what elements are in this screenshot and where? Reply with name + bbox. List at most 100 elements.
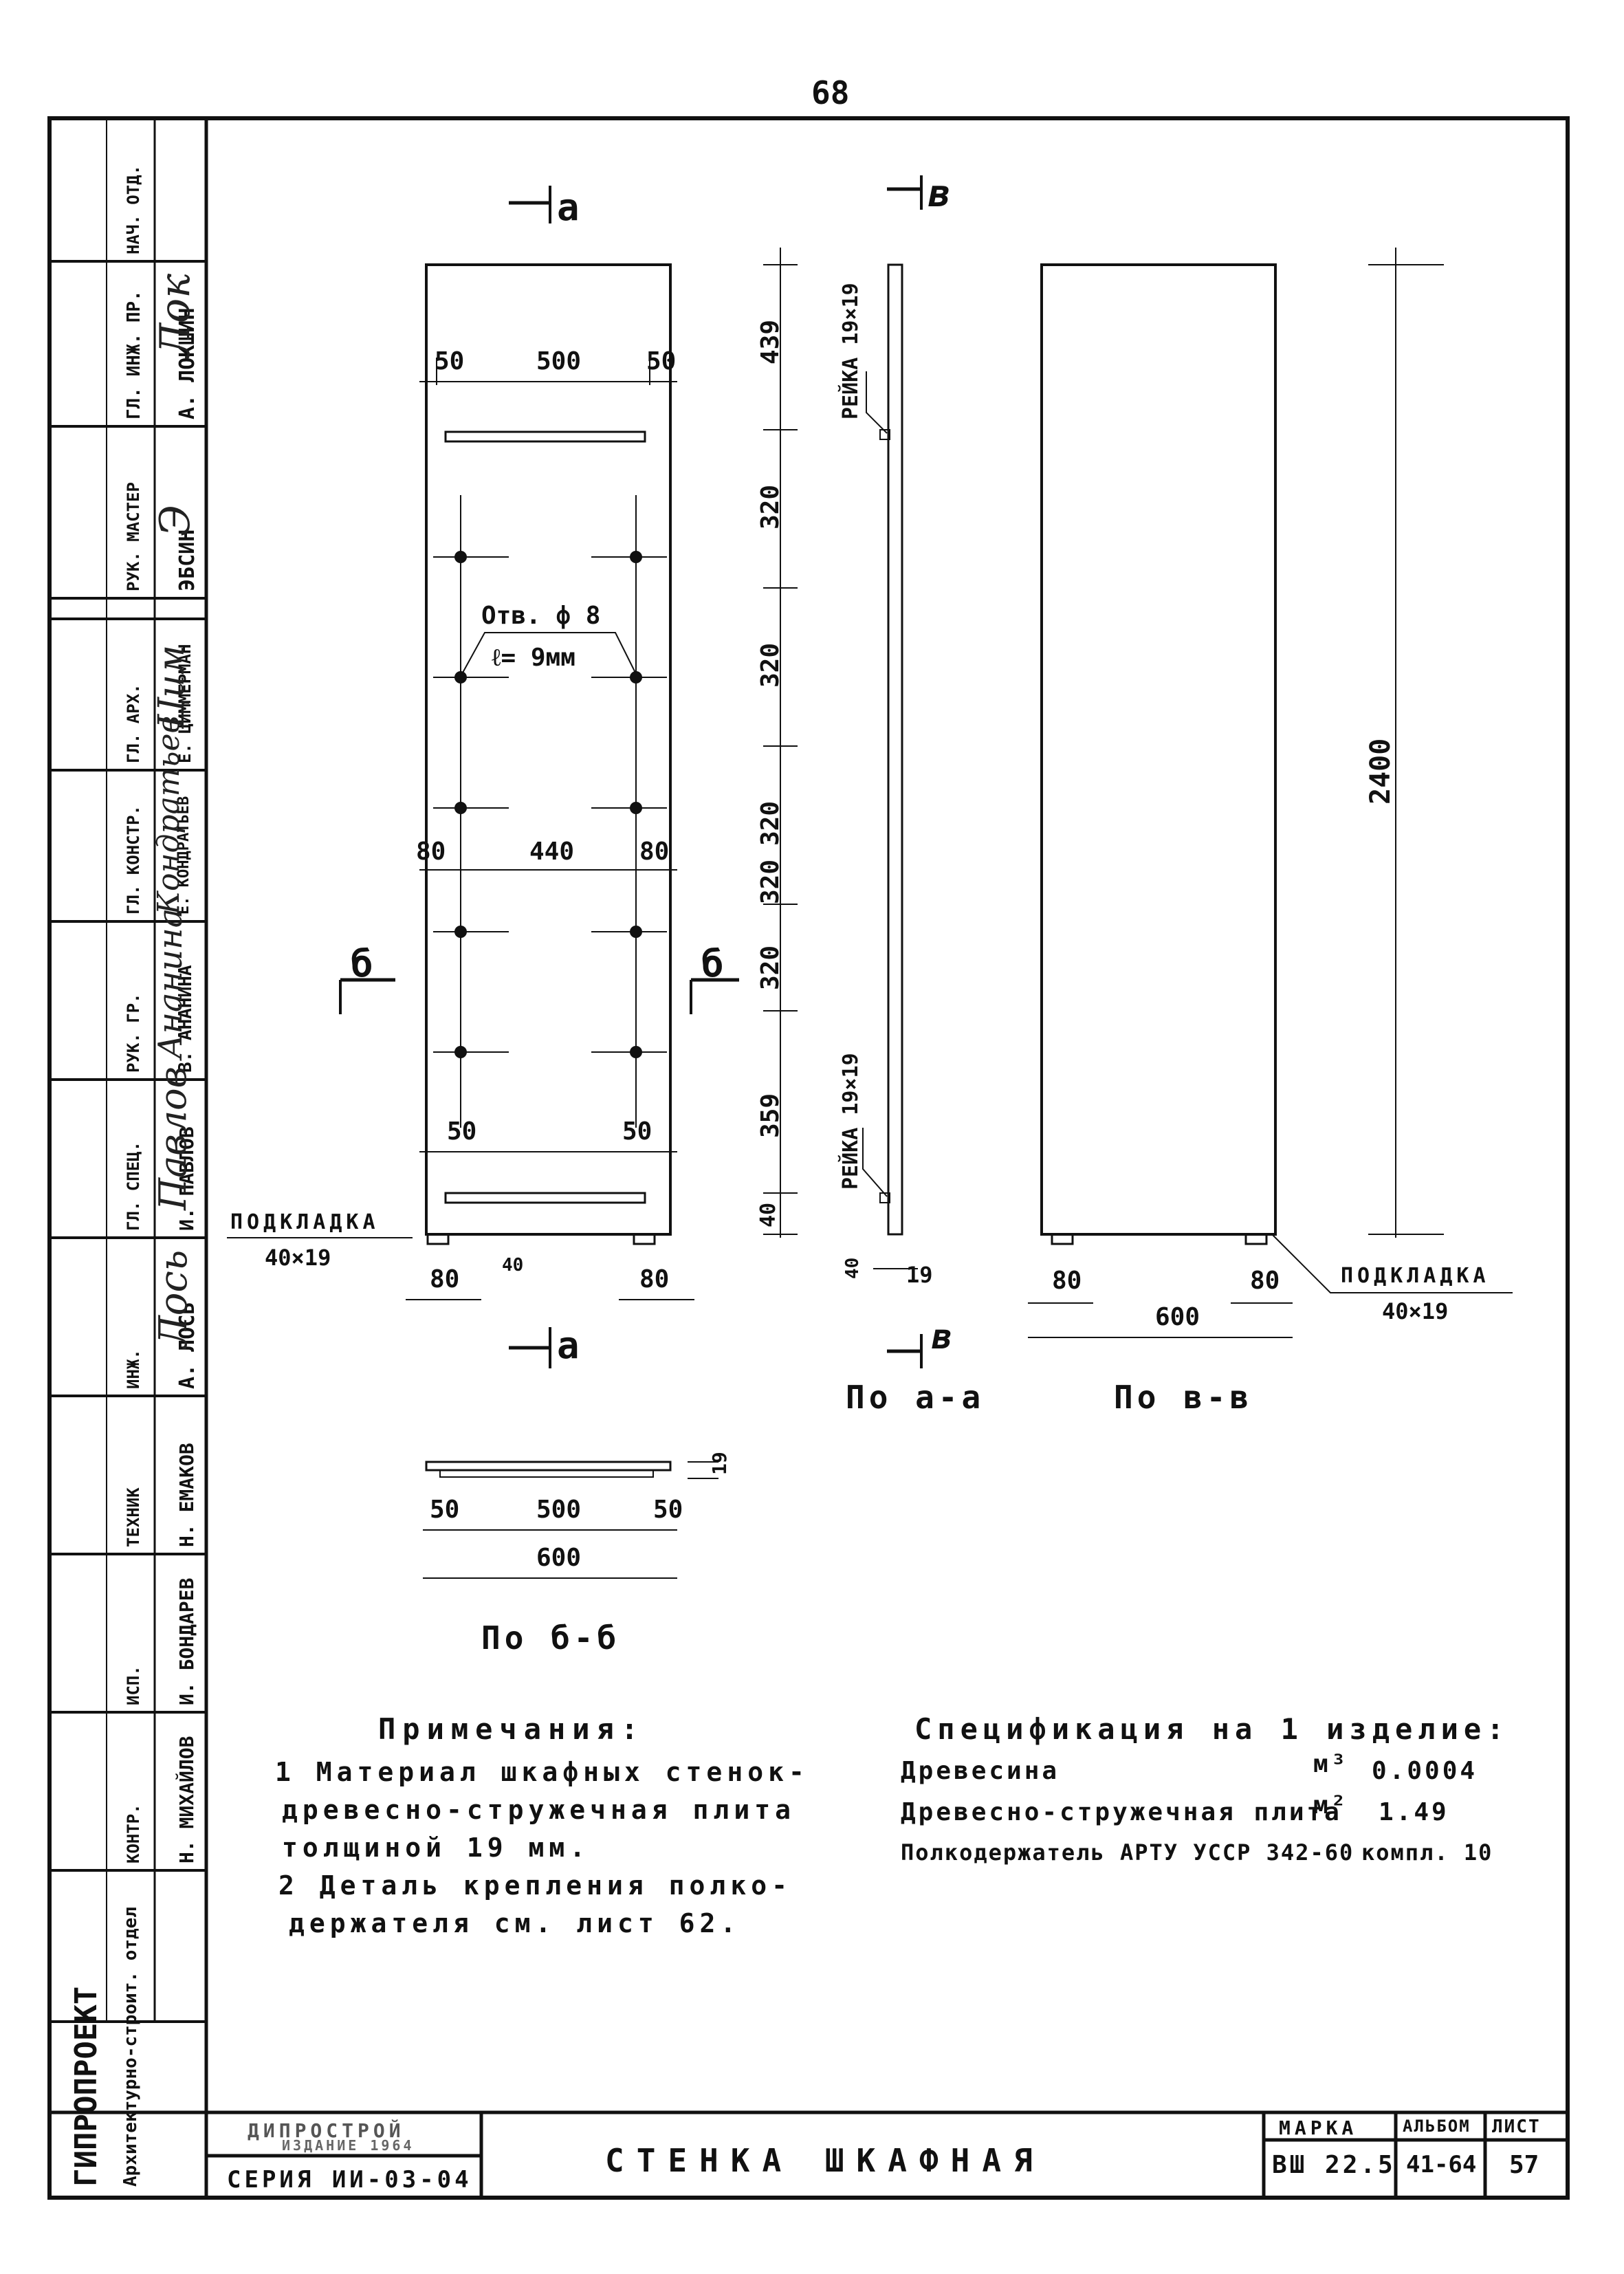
stamp-role: ТЕХНИК xyxy=(124,1487,143,1547)
dim-label: 320 xyxy=(756,484,784,529)
stamp-name: ЭБСИН xyxy=(175,529,199,591)
spec-qty: компл. 10 xyxy=(1361,1839,1493,1866)
dim-label: 500 xyxy=(536,347,582,375)
stamp-signature: Лок xyxy=(151,273,199,358)
dim-label: 50 xyxy=(447,1117,477,1146)
notes-line: 2 Деталь крепления полко- xyxy=(278,1870,792,1901)
dim-label: 50 xyxy=(622,1117,652,1146)
dim-label: 359 xyxy=(756,1093,784,1138)
department-edition: ИЗДАНИЕ 1964 xyxy=(282,2137,415,2154)
dim-label: 50 xyxy=(430,1496,460,1524)
spec-unit: м² xyxy=(1313,1791,1349,1819)
marka-value: ВШ 22.5 xyxy=(1272,2151,1396,2179)
dim-label: 40 xyxy=(756,1202,780,1227)
dim-label: 2400 xyxy=(1365,738,1396,805)
section-mark-top: а xyxy=(557,186,580,229)
notes-line: держателя см. лист 62. xyxy=(289,1908,741,1938)
foot-label: ПОДКЛАДКА xyxy=(1341,1264,1490,1288)
stamp-name: Н. МИХАЙЛОВ xyxy=(175,1736,198,1863)
dim-label: 600 xyxy=(536,1544,582,1572)
notes-line: 1 Материал шкафных стенок- xyxy=(275,1757,809,1787)
dim-label: 500 xyxy=(536,1496,582,1524)
stamp-role: НАЧ. ОТД. xyxy=(124,164,143,254)
plan-view xyxy=(423,1461,718,1579)
side-view xyxy=(690,175,923,1368)
spec-qty: 0.0004 xyxy=(1372,1757,1478,1785)
page-number: 68 xyxy=(811,74,850,111)
stamp-role: КОНТР. xyxy=(124,1804,143,1863)
stamp-signature: Кондратьев xyxy=(151,715,186,915)
dim-label: 320 xyxy=(756,800,784,846)
title-block-lines xyxy=(50,2110,1568,2198)
dim-label: 80 xyxy=(1250,1267,1280,1295)
dim-label: 40 xyxy=(842,1257,863,1279)
org-workshop: Архитектурно-строит. отдел xyxy=(120,1907,141,2187)
foot-size: 40×19 xyxy=(1382,1298,1449,1324)
section-mark-side: б xyxy=(701,942,724,985)
section-mark-bottom: а xyxy=(557,1324,580,1367)
stamp-name: И. БОНДАРЕВ xyxy=(175,1577,198,1705)
series-label: СЕРИЯ ИИ-03-04 xyxy=(227,2166,472,2194)
dim-label: 320 xyxy=(756,859,784,904)
stamp-role: ИСП. xyxy=(124,1665,143,1705)
dim-label: 440 xyxy=(529,838,575,866)
spec-title: Спецификация на 1 изделие: xyxy=(914,1712,1510,1746)
department-header: ДИПРОСТРОЙ xyxy=(248,2119,405,2142)
album-label: АЛЬБОМ xyxy=(1403,2117,1471,2136)
notes-line: толщиной 19 мм. xyxy=(282,1833,591,1863)
marka-label: МАРКА xyxy=(1279,2117,1358,2139)
dim-label: 19 xyxy=(906,1262,933,1288)
dim-label: 320 xyxy=(756,945,784,990)
sheet-title: СТЕНКА ШКАФНАЯ xyxy=(605,2142,1045,2179)
stamp-signature: Павлов xyxy=(151,1066,195,1210)
stamp-role: ГЛ. ИНЖ. ПР. xyxy=(124,290,144,419)
stamp-role: ГЛ. СПЕЦ. xyxy=(124,1141,143,1231)
dim-label: 80 xyxy=(430,1265,460,1293)
org-name: ГИПРОПРОЕКТ xyxy=(69,1986,104,2187)
view-caption: По в-в xyxy=(1114,1379,1253,1416)
rail-label: РЕЙКА 19×19 xyxy=(839,1053,863,1190)
dim-label: 50 xyxy=(646,347,677,375)
front-view xyxy=(227,186,694,1368)
stamp-signature: Э xyxy=(151,505,199,536)
dim-label: 50 xyxy=(653,1496,683,1524)
section-mark-side: б xyxy=(351,942,373,985)
dim-label: 80 xyxy=(639,838,670,866)
hole-note: Отв. ф 8 xyxy=(481,602,601,630)
stamp-signature: Ананина xyxy=(151,908,190,1059)
dim-label: 600 xyxy=(1155,1303,1200,1331)
notes-title: Примечания: xyxy=(378,1712,646,1746)
rail-label: РЕЙКА 19×19 xyxy=(839,283,863,419)
hole-note: ℓ= 9мм xyxy=(492,644,575,672)
dim-label: 40 xyxy=(502,1255,524,1276)
section-mark-bottom: в xyxy=(932,1317,953,1357)
notes-line: древесно-стружечная плита xyxy=(282,1795,795,1825)
stamp-role: РУК. ГР. xyxy=(124,993,143,1073)
stamp-row-lines xyxy=(50,260,206,2023)
stamp-role: ГЛ. АРХ. xyxy=(124,684,143,763)
section-mark-top: в xyxy=(928,172,951,215)
drawing-frame xyxy=(47,116,1570,2200)
sheet-number: 57 xyxy=(1509,2151,1539,2179)
stamp-name: Н. ЕМАКОВ xyxy=(175,1443,198,1547)
stamp-role: ИНЖ. xyxy=(124,1349,143,1389)
spec-item: Древесно-стружечная плита xyxy=(901,1798,1342,1826)
dim-label: 80 xyxy=(416,838,446,866)
foot-label: ПОДКЛАДКА xyxy=(230,1210,380,1234)
stamp-role: ГЛ. КОНСТР. xyxy=(124,805,143,915)
stamp-role: РУК. МАСТЕР xyxy=(124,482,143,591)
dim-label: 50 xyxy=(435,347,465,375)
stamp-signature: Лось xyxy=(151,1249,196,1348)
dim-label: 80 xyxy=(1052,1267,1082,1295)
sheet-label: ЛИСТ xyxy=(1492,2117,1541,2137)
dim-label: 80 xyxy=(639,1265,670,1293)
spec-qty: 1.49 xyxy=(1379,1798,1449,1826)
view-caption: По б-б xyxy=(481,1619,621,1657)
spec-unit: м³ xyxy=(1313,1750,1349,1778)
album-value: 41-64 xyxy=(1406,2151,1477,2178)
foot-size: 40×19 xyxy=(265,1245,331,1271)
spec-item: Полкодержатель АРТУ УССР 342-60 xyxy=(901,1839,1354,1866)
view-caption: По а-а xyxy=(846,1379,985,1416)
spec-item: Древесина xyxy=(901,1757,1060,1785)
